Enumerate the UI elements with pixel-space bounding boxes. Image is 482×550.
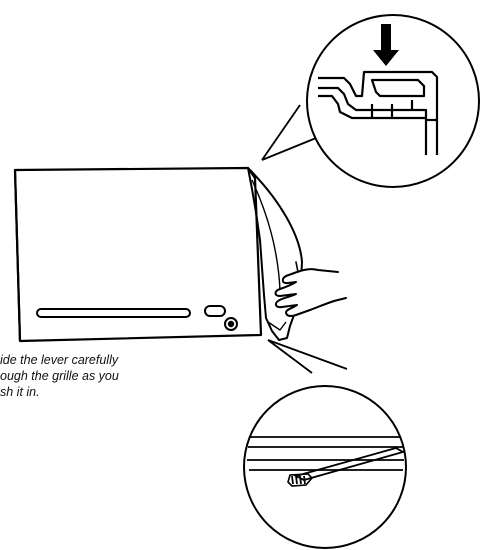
top-zoom-detail [307,15,479,187]
front-button [205,306,225,316]
knob-icon [225,318,237,330]
caption-line-1: ide the lever carefully [0,352,260,368]
caption-line-2: ough the grille as you [0,368,260,384]
caption-text: ide the lever carefully ough the grille … [0,352,260,400]
front-slot [37,309,190,317]
bottom-zoom-detail [244,386,406,548]
hand-icon [276,262,347,316]
caption-line-3: sh it in. [0,384,260,400]
